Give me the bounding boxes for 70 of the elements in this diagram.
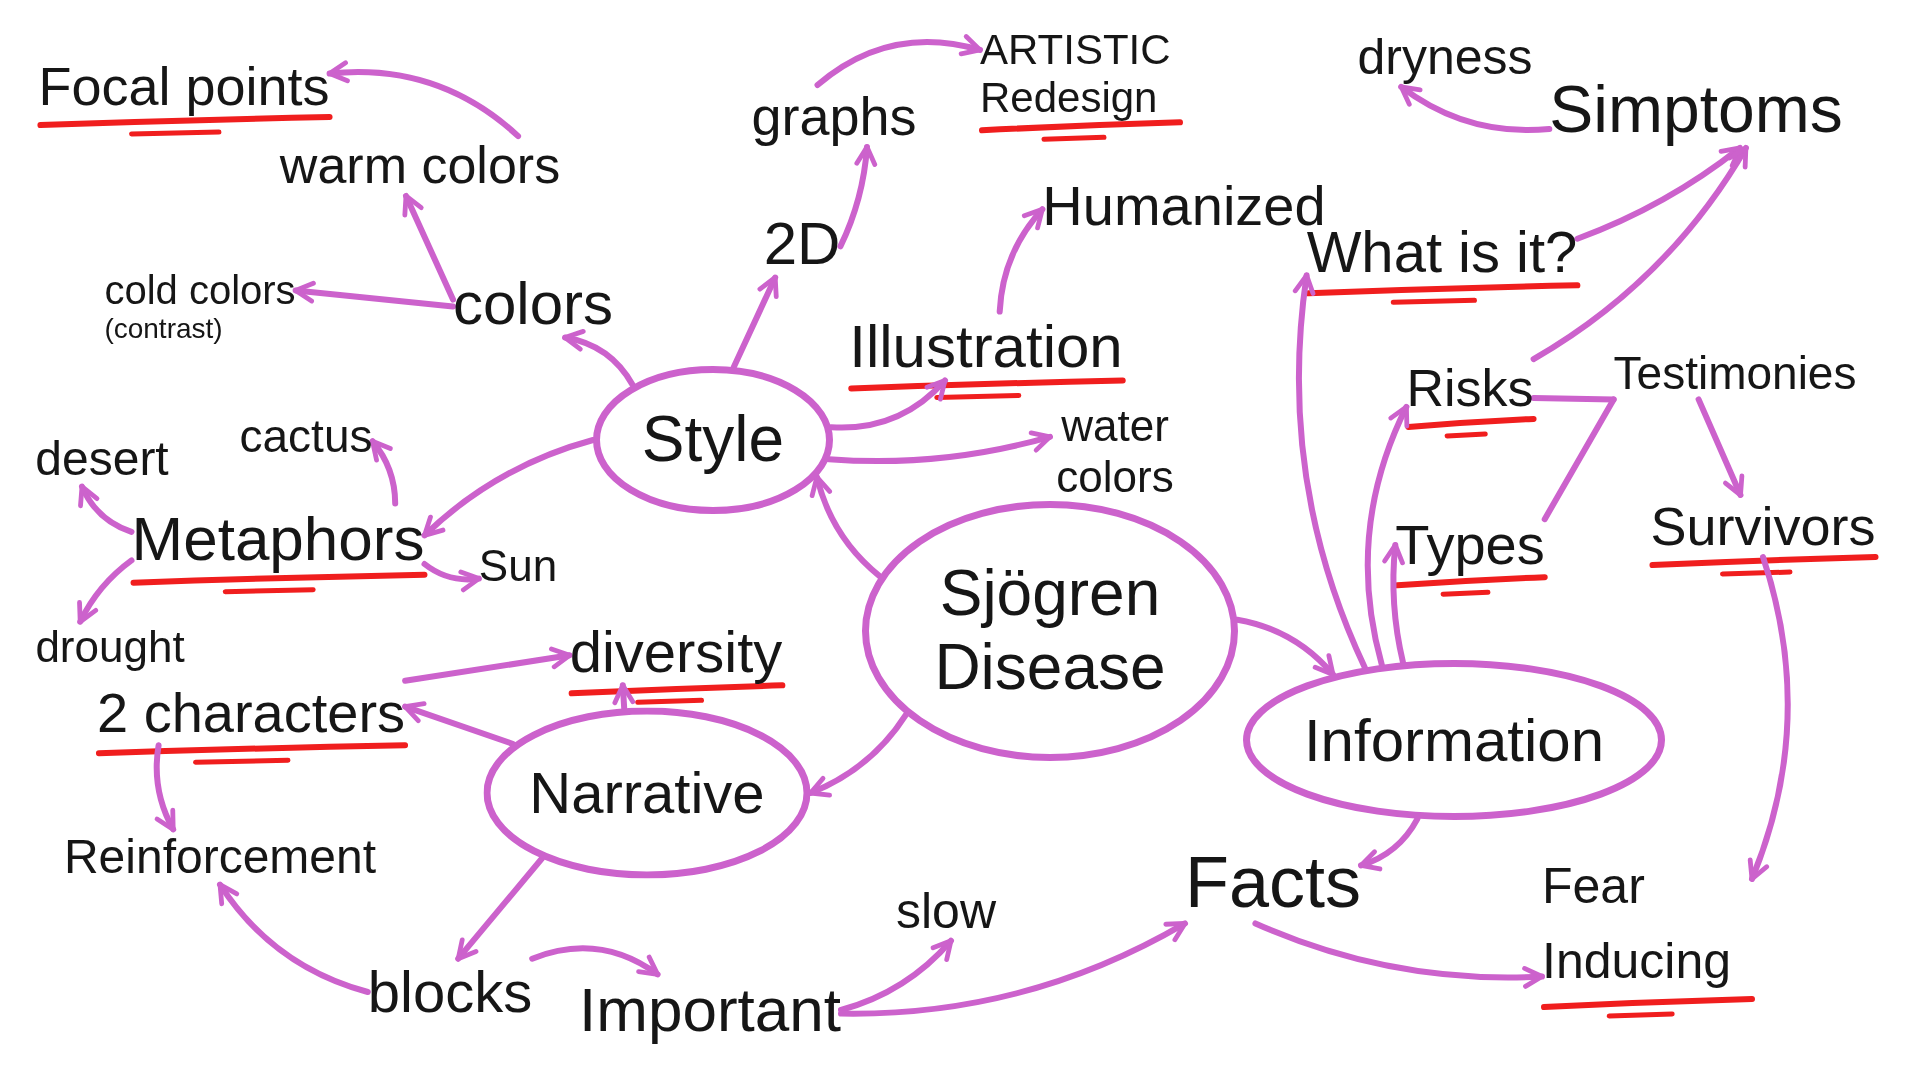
topic-ellipse: [1243, 660, 1665, 820]
arrow: [1398, 83, 1553, 133]
arrow: [837, 144, 877, 250]
topic-label: warm colors: [279, 136, 561, 196]
topic-label: 2 characters: [96, 680, 406, 746]
topic-label: Fear Inducing: [1542, 849, 1752, 999]
arrow: [153, 742, 177, 833]
ellipse-label: Narrative: [529, 759, 765, 827]
arrow: [369, 438, 399, 507]
arrow: [1364, 403, 1410, 668]
topic-label: Focal points: [38, 54, 330, 118]
connector-line: [1541, 396, 1617, 523]
topic-label: Metaphors: [131, 503, 425, 575]
arrow: [996, 206, 1046, 315]
topic-label: Survivors: [1650, 494, 1876, 558]
arrow: [1574, 144, 1743, 242]
arrow: [838, 937, 954, 1013]
topic-ellipse: [862, 501, 1238, 761]
topic-label: Facts: [1185, 840, 1361, 924]
topic-ellipse: [483, 707, 811, 879]
topic-label: Risks: [1406, 359, 1534, 419]
arrow: [402, 646, 573, 684]
topic-label: water colors: [1050, 401, 1180, 503]
topic-label: cactus: [239, 409, 373, 463]
arrow: [529, 945, 661, 978]
arrow: [77, 557, 135, 625]
arrow: [1695, 396, 1745, 498]
topic-label: Reinforcement: [63, 829, 377, 885]
topic-label: cold colors: [104, 266, 296, 313]
ellipse-label: Sjögren Disease: [933, 557, 1167, 705]
arrow: [217, 881, 371, 995]
ellipse-label: Style: [641, 403, 785, 477]
arrow: [825, 430, 1053, 465]
topic-label: Illustration: [849, 311, 1123, 381]
arrow: [78, 483, 135, 535]
ellipse-label: Information: [1303, 705, 1605, 775]
arrow: [292, 280, 456, 310]
arrow: [838, 920, 1188, 1017]
topic-label: graphs: [751, 84, 917, 148]
arrow: [421, 561, 482, 592]
topic-label: diversity: [569, 618, 783, 686]
topic-ellipse: [593, 366, 833, 514]
topic-label: 2D: [763, 208, 841, 278]
arrow: [828, 377, 948, 431]
arrow: [326, 60, 522, 140]
arrow: [402, 701, 517, 747]
topic-label: ARTISTIC Redesign: [980, 25, 1180, 123]
arrow: [1747, 554, 1791, 882]
topic-label: drought: [35, 621, 185, 673]
topic-label: blocks: [367, 958, 533, 1026]
arrow: [402, 192, 456, 303]
arrow: [1234, 616, 1336, 678]
arrow: [612, 682, 636, 712]
topic-label: Types: [1395, 512, 1545, 578]
arrow: [562, 329, 636, 388]
topic-label: colors: [452, 268, 614, 338]
topic-label: Simptoms: [1549, 72, 1843, 148]
topic-label: slow: [896, 883, 996, 941]
arrow: [1252, 920, 1545, 989]
topic-label: dryness: [1357, 29, 1533, 87]
note-label: (contrast): [104, 312, 223, 346]
topic-label: desert: [35, 431, 169, 487]
arrow: [814, 34, 983, 88]
topic-label: Testimonies: [1613, 346, 1857, 400]
arrow: [455, 855, 545, 962]
arrow: [807, 711, 909, 798]
topic-label: Sun: [478, 540, 558, 592]
topic-label: Important: [579, 974, 841, 1046]
arrow: [810, 474, 883, 580]
arrow: [1530, 144, 1749, 363]
